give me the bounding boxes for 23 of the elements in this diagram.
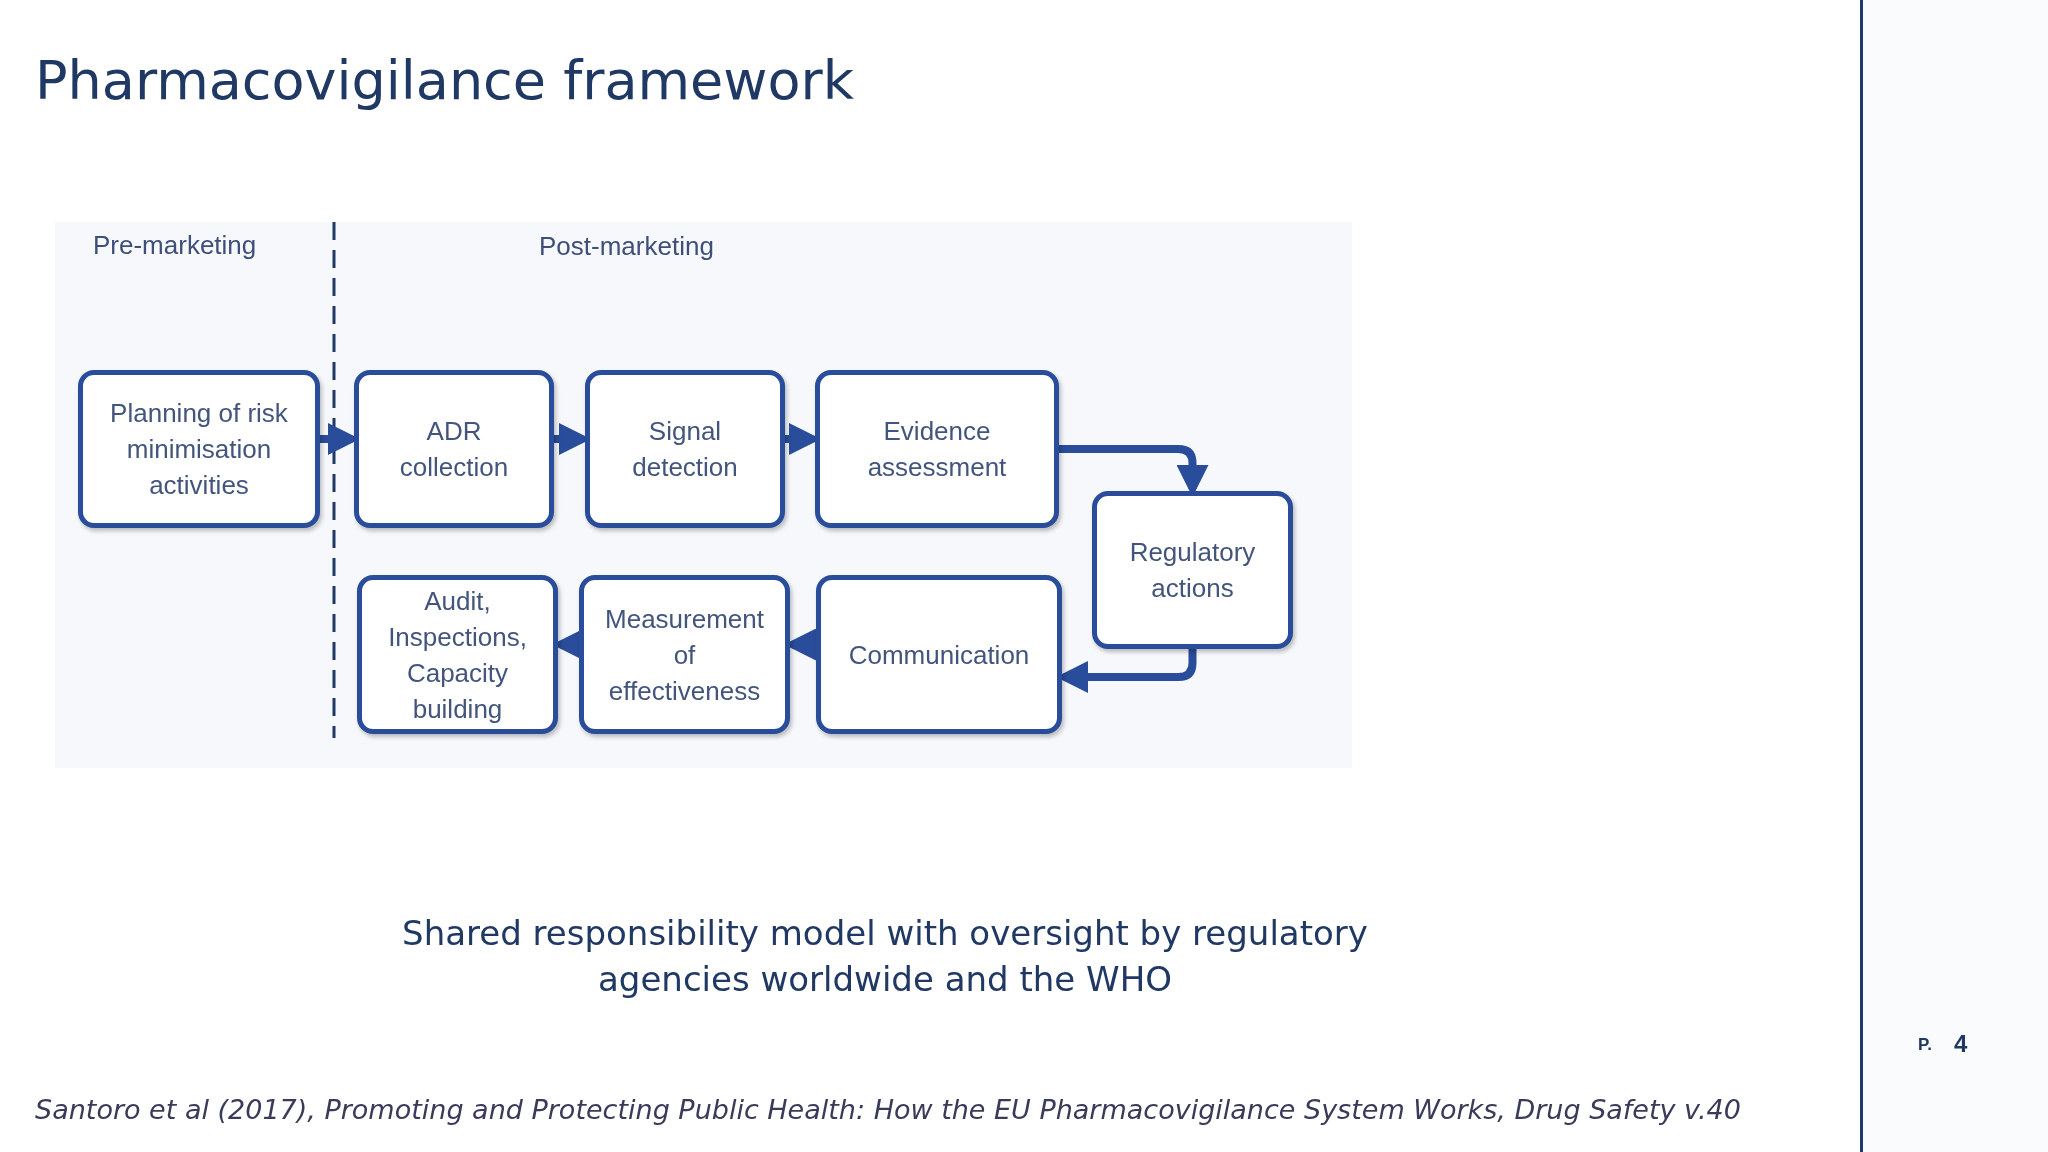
phase-label: Pre-marketing bbox=[93, 229, 257, 262]
process-box bbox=[78, 370, 320, 528]
citation-text: Santoro et al (2017), Promoting and Protecting Public Health: How the EU Pharmacovigilance System Works, Drug Safety v.40 bbox=[35, 1093, 1741, 1127]
process-box bbox=[579, 575, 790, 734]
phase-label: Post-marketing bbox=[539, 230, 714, 263]
box-label: Planning of risk minimisation activities bbox=[109, 397, 289, 502]
process-box bbox=[357, 575, 558, 734]
box-label: Signal detection bbox=[631, 415, 739, 484]
box-label: ADR collection bbox=[398, 415, 510, 484]
box-label: Measurement of effectiveness bbox=[604, 602, 765, 708]
box-label: Audit, Inspections, Capacity building bbox=[387, 584, 528, 726]
page-number: 4 bbox=[1954, 1029, 1968, 1059]
process-box bbox=[585, 370, 785, 528]
process-box bbox=[354, 370, 554, 528]
box-label: Communication bbox=[848, 638, 1030, 672]
caption-text: Shared responsibility model with oversight by regulatory agencies worldwide and the WHO bbox=[401, 912, 1369, 1001]
slide-title: Pharmacovigilance framework bbox=[35, 48, 854, 114]
page-number: P. bbox=[1918, 1034, 1932, 1056]
box-label: Evidence assessment bbox=[866, 415, 1008, 484]
box-label: Regulatory actions bbox=[1128, 536, 1257, 605]
process-box bbox=[1092, 491, 1293, 649]
process-box bbox=[815, 370, 1059, 528]
process-box bbox=[816, 575, 1062, 734]
